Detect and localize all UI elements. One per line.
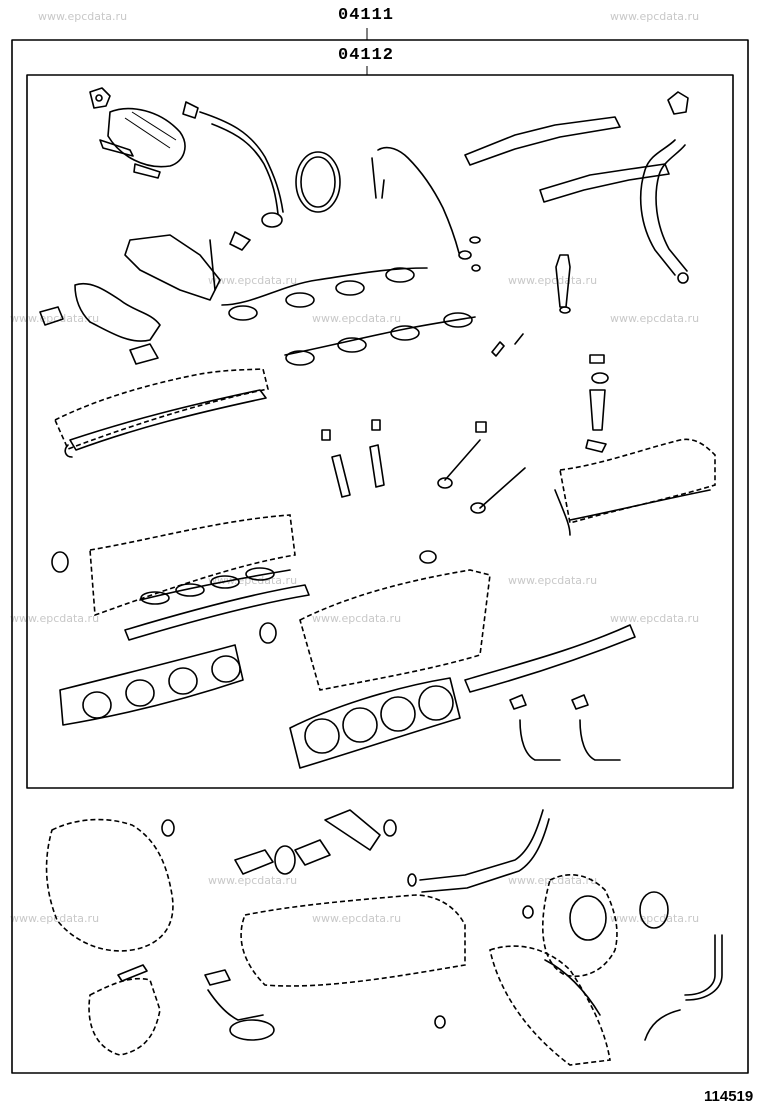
cylinder-head-cover-gasket-left (53, 368, 269, 458)
watermark: www.epcdata.ru (312, 612, 402, 625)
throttle-body-gasket (39, 282, 161, 365)
watermark: www.epcdata.ru (208, 574, 298, 587)
watermark: www.epcdata.ru (312, 912, 402, 925)
watermark: www.epcdata.ru (610, 912, 700, 925)
cylinder-head-gasket (289, 677, 461, 769)
outer-kit-label[interactable]: 04111 (338, 6, 395, 25)
exhaust-manifold-gasket-left (59, 584, 310, 726)
intake-manifold-gasket-upper (124, 231, 428, 321)
cylinder-head-cover-gasket-right (554, 438, 716, 536)
watermark: www.epcdata.ru (10, 612, 100, 625)
cylinder-head-gasket-right (259, 550, 491, 691)
timing-cover-gasket-left (45, 818, 175, 952)
watermark: www.epcdata.ru (610, 10, 700, 23)
o-ring-large (295, 151, 341, 213)
oil-pump-gasket (88, 964, 161, 1056)
rear-timing-cover-gasket (489, 945, 611, 1066)
watermark: www.epcdata.ru (208, 274, 298, 287)
diagram-id: 114519 (704, 1088, 754, 1105)
watermark: www.epcdata.ru (508, 874, 598, 887)
oil-pan-gasket (240, 894, 534, 987)
watermark: www.epcdata.ru (508, 574, 598, 587)
watermark: www.epcdata.ru (508, 274, 598, 287)
dipstick-guide-lower (644, 934, 723, 1041)
oil-cooler-assembly (89, 87, 186, 179)
watermark: www.epcdata.ru (208, 874, 298, 887)
watermark: www.epcdata.ru (38, 10, 128, 23)
inner-kit-label[interactable]: 04112 (338, 46, 395, 65)
water-bypass-pipe (182, 101, 284, 228)
intake-manifold-gasket-lower (284, 312, 524, 366)
watermark: www.epcdata.ru (610, 312, 700, 325)
watermark: www.epcdata.ru (312, 312, 402, 325)
valve-stem-seals (321, 419, 526, 514)
watermark: www.epcdata.ru (10, 312, 100, 325)
water-inlet-gasket-set (234, 809, 397, 875)
fuel-rail-assembly (464, 91, 689, 284)
inner-kit-frame (26, 74, 734, 789)
outer-kit-frame (11, 39, 749, 1074)
oil-filler-cap-gasket (585, 354, 609, 453)
intake-to-head-gasket-left (51, 514, 296, 617)
oil-dipstick-guide (371, 146, 481, 272)
oil-level-gauge-pipe (407, 809, 550, 893)
oil-strainer-gasket (204, 969, 446, 1041)
exhaust-manifold-gasket-right (464, 624, 636, 761)
watermark: www.epcdata.ru (610, 612, 700, 625)
fuel-injector (555, 254, 571, 314)
watermark: www.epcdata.ru (10, 912, 100, 925)
timing-cover-oil-seal (542, 874, 669, 977)
